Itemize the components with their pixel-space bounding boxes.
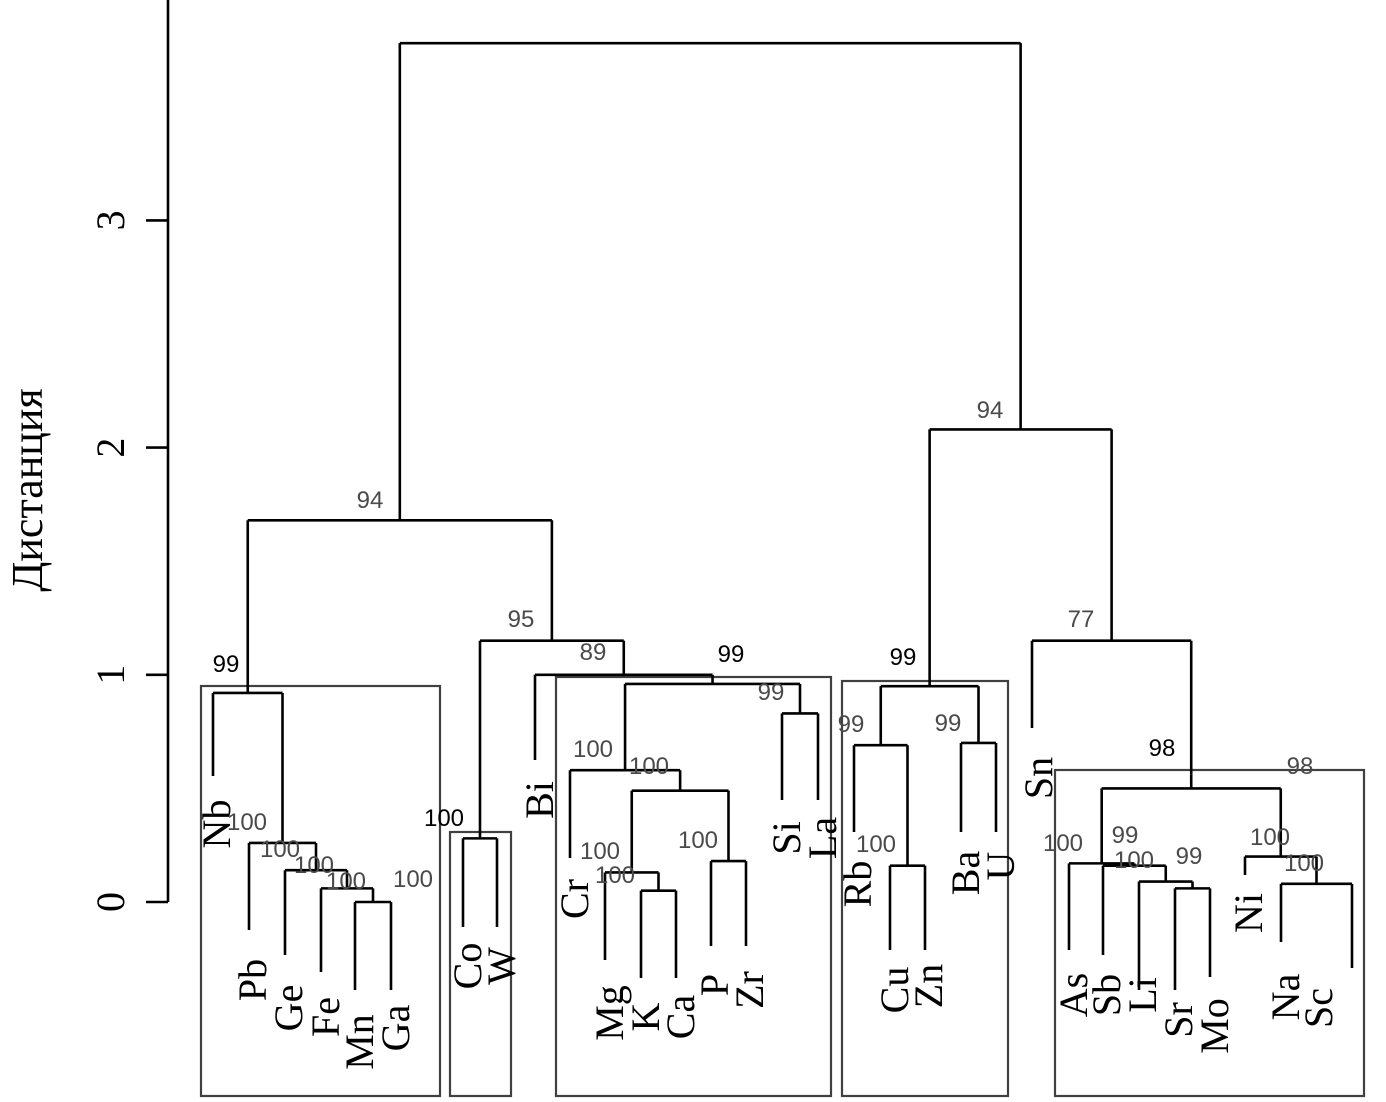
leaf-label-sc: Sc [1296, 988, 1341, 1028]
support-label-mn_ga-right: 100 [393, 866, 433, 893]
leaf-label-p: P [692, 974, 737, 996]
support-label-mg_kca: 100 [580, 838, 620, 865]
support-label-p_zr: 100 [678, 827, 718, 854]
leaf-label-sr: Sr [1156, 1002, 1201, 1038]
support-label-ba_u: 99 [935, 710, 962, 737]
leaf-label-la: La [800, 817, 845, 859]
support-label-ni_grp: 100 [1250, 824, 1290, 851]
leaf-label-na: Na [1263, 973, 1308, 1020]
support-label-ge_grp: 100 [260, 836, 300, 863]
support-label-li_grp: 100 [1114, 847, 1154, 874]
leaf-label-fe: Fe [303, 997, 348, 1037]
y-axis-title: Дистанция [3, 388, 52, 591]
leaf-label-nb: Nb [194, 800, 239, 849]
support-label-right_top: 94 [977, 397, 1004, 424]
cluster-box-5 [1053, 768, 1366, 1098]
support-label-co_w: 100 [424, 805, 464, 832]
support-label-bi_grp: 89 [580, 639, 607, 666]
support-label-sb_grp: 99 [1112, 822, 1139, 849]
support-label-k_ca: 100 [595, 862, 635, 889]
dendrogram-branches [211, 41, 1354, 990]
support-label-na_sc: 100 [1284, 850, 1324, 877]
y-tick-label: 0 [88, 892, 133, 912]
leaf-label-ni: Ni [1226, 893, 1271, 933]
leaf-label-ge: Ge [266, 985, 311, 1032]
support-label-sn_grp: 77 [1068, 606, 1095, 633]
leaf-label-as: As [1051, 973, 1096, 1017]
support-label-nb_grp: 99 [213, 651, 240, 678]
y-tick-label: 1 [88, 665, 133, 685]
support-label-cow_bi: 95 [508, 606, 535, 633]
support-label-cr_grp: 100 [573, 736, 613, 763]
leaf-label-ca: Ca [658, 995, 703, 1040]
leaf-label-k: K [623, 1002, 668, 1031]
support-label-mkc_pz: 100 [629, 753, 669, 780]
cluster-box-1 [199, 684, 442, 1098]
support-label-mn_ga: 100 [326, 868, 366, 895]
support-label-si_la: 99 [758, 679, 785, 706]
y-tick-label: 2 [88, 438, 133, 458]
leaf-label-mo: Mo [1192, 998, 1237, 1054]
cluster-box-4 [840, 679, 1010, 1098]
leaf-label-co: Co [445, 943, 490, 990]
leaf-label-sn: Sn [1016, 757, 1061, 799]
leaf-label-zn: Zn [906, 964, 951, 1008]
leaf-label-pb: Pb [230, 959, 275, 1001]
leaf-label-u: U [978, 851, 1023, 880]
leaf-label-si: Si [764, 821, 809, 854]
leaf-label-bi: Bi [517, 781, 562, 819]
support-label-sr_mo: 99 [1176, 843, 1203, 870]
support-label-cu_zn: 100 [856, 831, 896, 858]
y-tick-label: 3 [88, 210, 133, 230]
cluster-box-3 [554, 675, 833, 1098]
support-label-rb_ba: 99 [890, 644, 917, 671]
leaf-label-mn: Mn [337, 1014, 382, 1070]
leaf-label-ga: Ga [373, 1004, 418, 1051]
leaf-label-w: W [479, 947, 524, 985]
leaf-label-li: Li [1120, 977, 1165, 1013]
support-label-fe_mnga: 100 [294, 852, 334, 879]
leaf-label-zr: Zr [727, 971, 772, 1009]
leaf-label-rb: Rb [835, 861, 880, 908]
support-label-r_inner: 98 [1149, 735, 1176, 762]
leaf-label-ba: Ba [943, 851, 988, 896]
leaf-label-cu: Cu [872, 967, 917, 1014]
support-label-rb_grp: 99 [838, 711, 865, 738]
leaf-label-mg: Mg [587, 985, 632, 1041]
y-axis: Дистанция 0 1 2 3 [3, 0, 170, 912]
support-label-cr_si: 99 [718, 641, 745, 668]
support-label-pb_grp: 100 [227, 809, 267, 836]
support-label-as_ni: 98 [1287, 753, 1314, 780]
support-label-as_grp: 100 [1043, 830, 1083, 857]
support-label-left_top: 94 [357, 487, 384, 514]
leaf-label-cr: Cr [552, 879, 597, 919]
leaf-label-sb: Sb [1084, 974, 1129, 1016]
